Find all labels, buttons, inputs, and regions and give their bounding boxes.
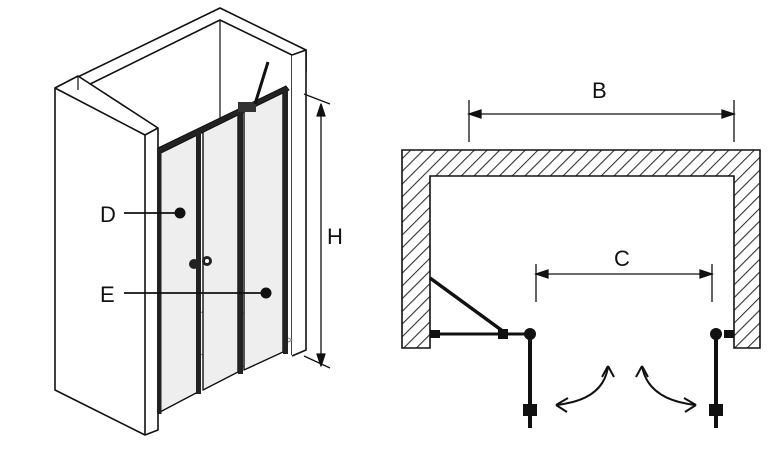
wall-bracket-left xyxy=(430,330,440,338)
marker-D xyxy=(174,207,186,219)
isometric-view xyxy=(54,7,331,436)
swing-arrow-right xyxy=(641,365,697,406)
right-profile xyxy=(283,88,288,354)
hinge-left xyxy=(524,328,536,340)
plan-view xyxy=(401,100,761,428)
label-D: D xyxy=(100,202,116,227)
wall-bracket-right xyxy=(724,330,734,338)
left-door-plan xyxy=(428,276,537,428)
center-right-profile xyxy=(238,110,243,374)
hinge-pointer xyxy=(253,61,270,105)
glass-panel-right xyxy=(243,89,284,371)
marker-E xyxy=(260,287,272,299)
swing-arrows xyxy=(555,365,697,413)
hatched-niche-walls xyxy=(401,149,761,349)
left-wall-slab xyxy=(54,75,159,436)
right-door-plan xyxy=(709,328,734,428)
label-B: B xyxy=(592,78,607,103)
opening-dimension-C xyxy=(533,264,715,302)
height-dimension xyxy=(303,93,331,369)
handle-right xyxy=(709,404,723,416)
hinge-right xyxy=(710,328,722,340)
label-H: H xyxy=(327,224,343,249)
top-hinge xyxy=(238,102,256,112)
left-profile xyxy=(157,148,162,414)
door-handle xyxy=(189,256,212,269)
glass-panel-left xyxy=(159,131,199,413)
label-C: C xyxy=(614,246,630,271)
label-E: E xyxy=(100,282,115,307)
glass-panel-center xyxy=(202,111,239,391)
stabilizer-bar xyxy=(428,276,506,334)
swing-arrow-left xyxy=(555,365,609,406)
right-wall-face xyxy=(291,49,307,357)
width-dimension-B xyxy=(466,100,737,142)
handle-left xyxy=(523,404,537,416)
